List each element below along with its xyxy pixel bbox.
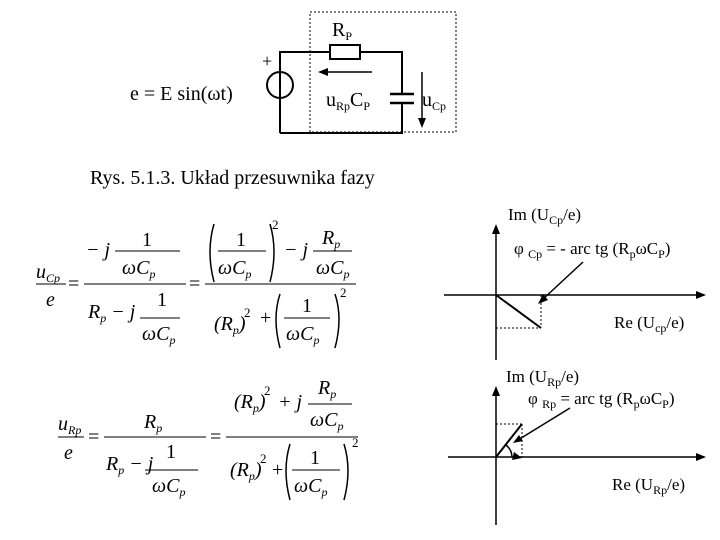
phasor-diagram-r	[448, 386, 706, 525]
formula-c-bars	[36, 223, 356, 349]
phasor-vector-r	[495, 423, 523, 458]
phi-label-r: φ Rp = arc tg (RpωCP)	[528, 389, 675, 411]
re-axis-arrow-icon	[696, 291, 706, 299]
re-label-c: Re (Ucp/e)	[614, 313, 685, 335]
plus-sign: +	[262, 51, 273, 71]
dashed-enclosure	[309, 11, 457, 133]
phasor-diagram-c	[444, 224, 706, 360]
resistor-label: RP	[332, 19, 353, 43]
uc-label: uCp	[422, 89, 447, 113]
re-label-r: Re (URp/e)	[612, 475, 686, 497]
phasor-vector-c	[495, 294, 542, 329]
formula-r-bars	[58, 403, 358, 501]
im-axis-arrow-icon	[492, 224, 500, 234]
figure-caption: Rys. 5.1.3. Układ przesuwnika fazy	[90, 167, 375, 189]
wire-bottom	[280, 103, 403, 134]
wire-right	[360, 51, 403, 94]
phi-pointer-arrow-icon	[513, 435, 523, 443]
phi-pointer-arrow-icon	[538, 294, 548, 304]
source-label: e = E sin(ωt)	[130, 83, 233, 105]
ur-label: uRpCP	[326, 89, 371, 113]
wire-left	[279, 51, 330, 133]
resistor-symbol	[329, 44, 361, 60]
re-axis-arrow-icon	[696, 453, 706, 461]
im-axis-arrow-icon	[492, 386, 500, 396]
im-label-r: Im (URp/e)	[506, 367, 580, 389]
im-label-c: Im (UCp/e)	[508, 205, 582, 227]
phi-label-c: φ Cp = - arc tg (RpωCP)	[514, 239, 671, 261]
